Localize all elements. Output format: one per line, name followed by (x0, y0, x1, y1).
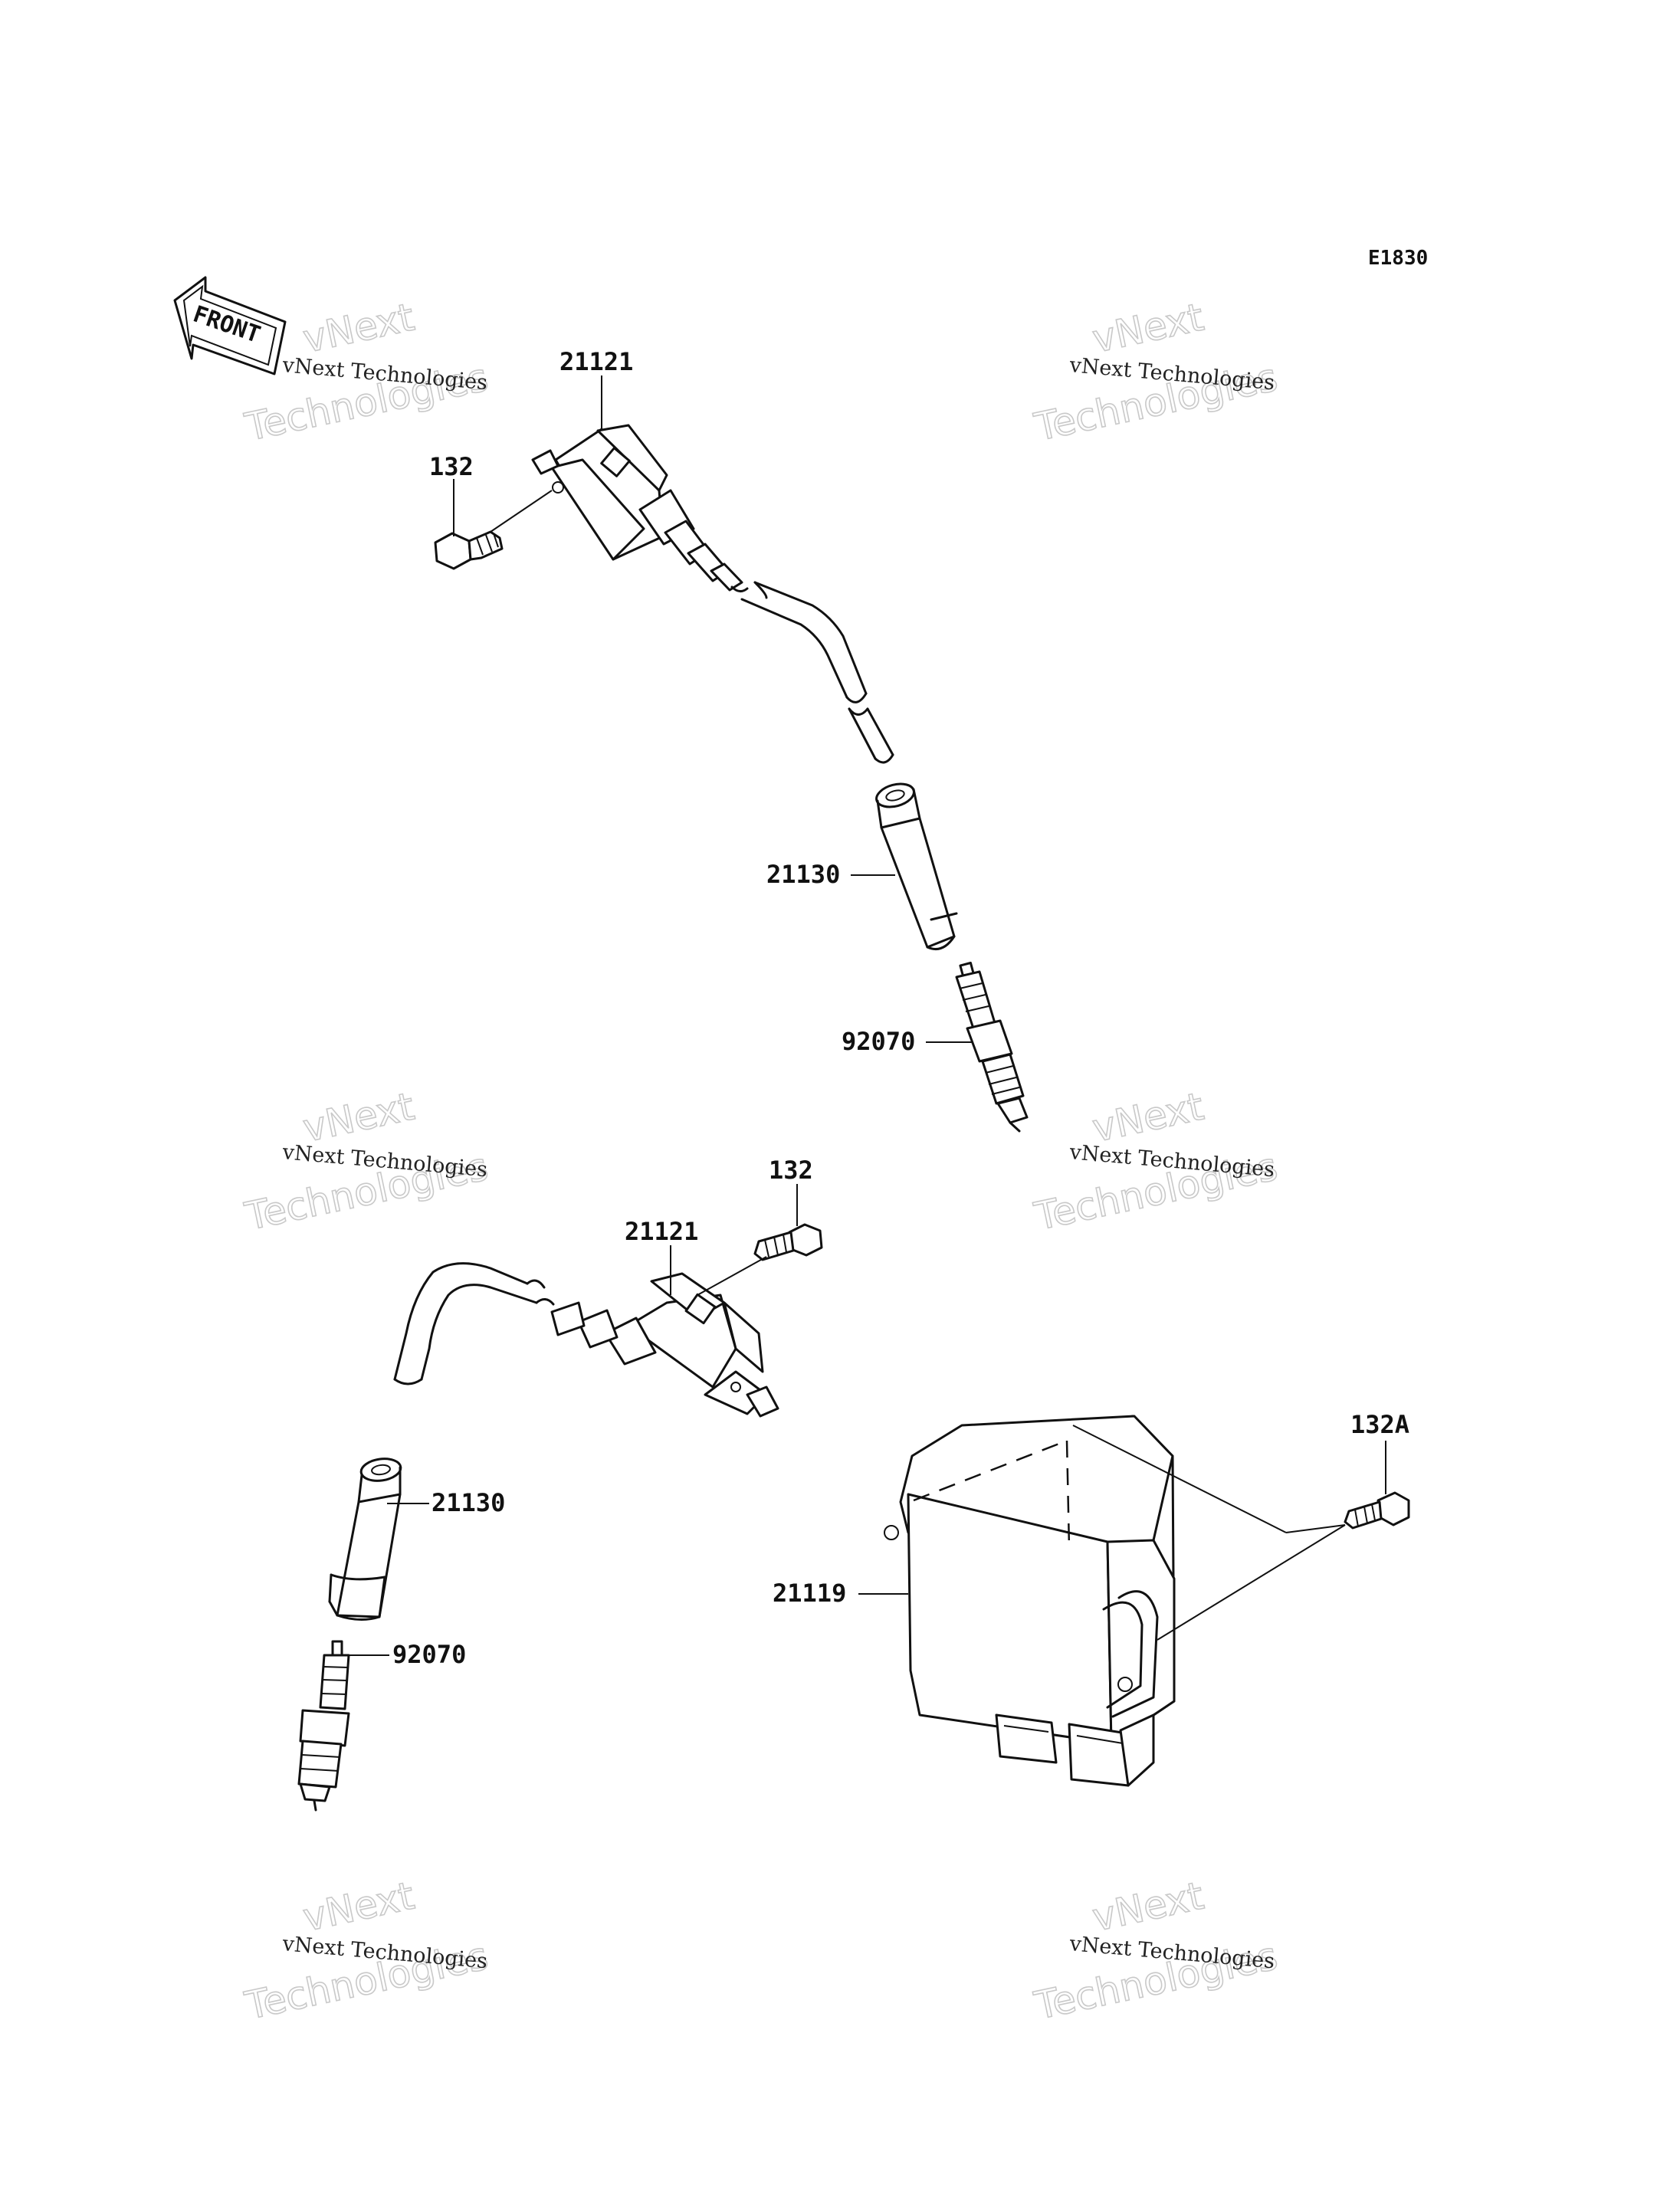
spark-plug-upper (955, 961, 1029, 1133)
callout-bolt-ecu: 132A (1350, 1410, 1409, 1439)
ignition-coil-lower (550, 1272, 779, 1418)
bolt-ecu (1344, 1491, 1410, 1530)
svg-text:vNext: vNext (1088, 1084, 1207, 1151)
watermark-middle-left: vNext Technologies vNext Technologies (241, 1084, 493, 1240)
watermark-middle-right: vNext Technologies vNext Technologies (1030, 1084, 1282, 1240)
front-arrow-icon: FRONT (173, 276, 287, 375)
ignition-coil-upper (531, 424, 743, 592)
callout-cap-upper: 21130 (766, 860, 840, 889)
bolt-lower (753, 1223, 823, 1261)
ht-lead-upper (730, 581, 894, 764)
leader-lines (345, 375, 1386, 1656)
callout-bolt-lower: 132 (769, 1156, 813, 1185)
callout-plug-lower: 92070 (392, 1640, 466, 1669)
plug-cap-lower (328, 1458, 402, 1621)
diagram-code: E1830 (1368, 247, 1428, 270)
svg-text:vNext: vNext (1088, 295, 1207, 362)
ht-lead-lower (393, 1262, 555, 1385)
watermark-top-right: vNext Technologies vNext Technologies (1030, 294, 1282, 451)
callout-cap-lower: 21130 (431, 1488, 505, 1517)
watermark-bottom-left: vNext Technologies vNext Technologies (241, 1873, 493, 2029)
callout-ecu: 21119 (773, 1579, 846, 1608)
igniter-ecu (884, 1415, 1176, 1787)
watermark-bottom-right: vNext Technologies vNext Technologies (1030, 1873, 1282, 2029)
bolt-upper (434, 530, 504, 570)
svg-text:vNext: vNext (299, 1874, 418, 1940)
plug-cap-upper (875, 782, 958, 950)
svg-text:vNext: vNext (299, 295, 418, 362)
svg-text:vNext: vNext (1088, 1874, 1207, 1940)
callout-coil-upper: 21121 (559, 347, 633, 376)
callout-plug-upper: 92070 (842, 1027, 915, 1056)
spark-plug-lower (297, 1640, 350, 1812)
watermark-top-left: vNext Technologies vNext Technologies (241, 294, 493, 451)
callout-coil-lower: 21121 (625, 1217, 698, 1246)
svg-text:vNext: vNext (299, 1084, 418, 1151)
callout-bolt-upper: 132 (429, 452, 474, 481)
